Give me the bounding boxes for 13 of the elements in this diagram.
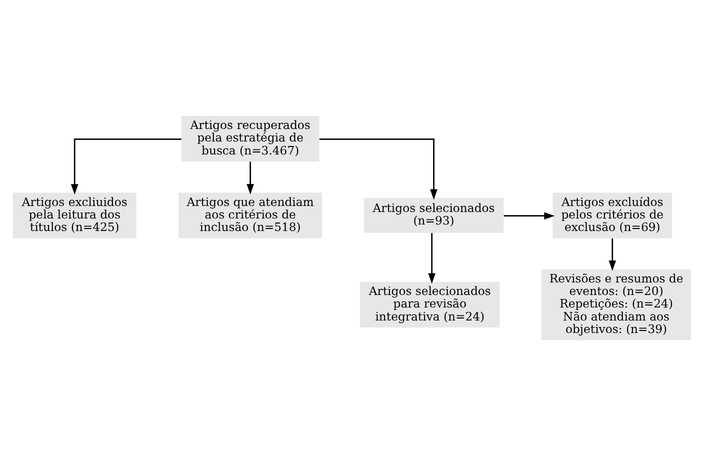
arrow bbox=[246, 162, 254, 194]
node-box: Artigos que atendiam aos critérios de inclusão (n=518) bbox=[178, 192, 322, 238]
arrow bbox=[70, 138, 182, 195]
node-box: Artigos selecionados para revisão integrativa (n=24) bbox=[360, 282, 500, 328]
node-box: Revisões e resumos de eventos: (n=20) Repetições: (n=24) Não atendiam aos objetivos: (n=39) bbox=[542, 269, 692, 340]
node-box: Artigos recuperados pela estratégia de busca (n=3.467) bbox=[181, 116, 320, 162]
node-box: Artigos selecionados (n=93) bbox=[364, 198, 504, 233]
arrow bbox=[319, 138, 438, 200]
arrow bbox=[428, 233, 436, 284]
node-box: Artigos excluídos pelos critérios de exclusão (n=69) bbox=[552, 192, 672, 238]
arrow bbox=[608, 238, 616, 271]
node-box: Artigos excliuidos pela leitura dos títulos (n=425) bbox=[12, 192, 136, 238]
arrow bbox=[504, 212, 555, 220]
